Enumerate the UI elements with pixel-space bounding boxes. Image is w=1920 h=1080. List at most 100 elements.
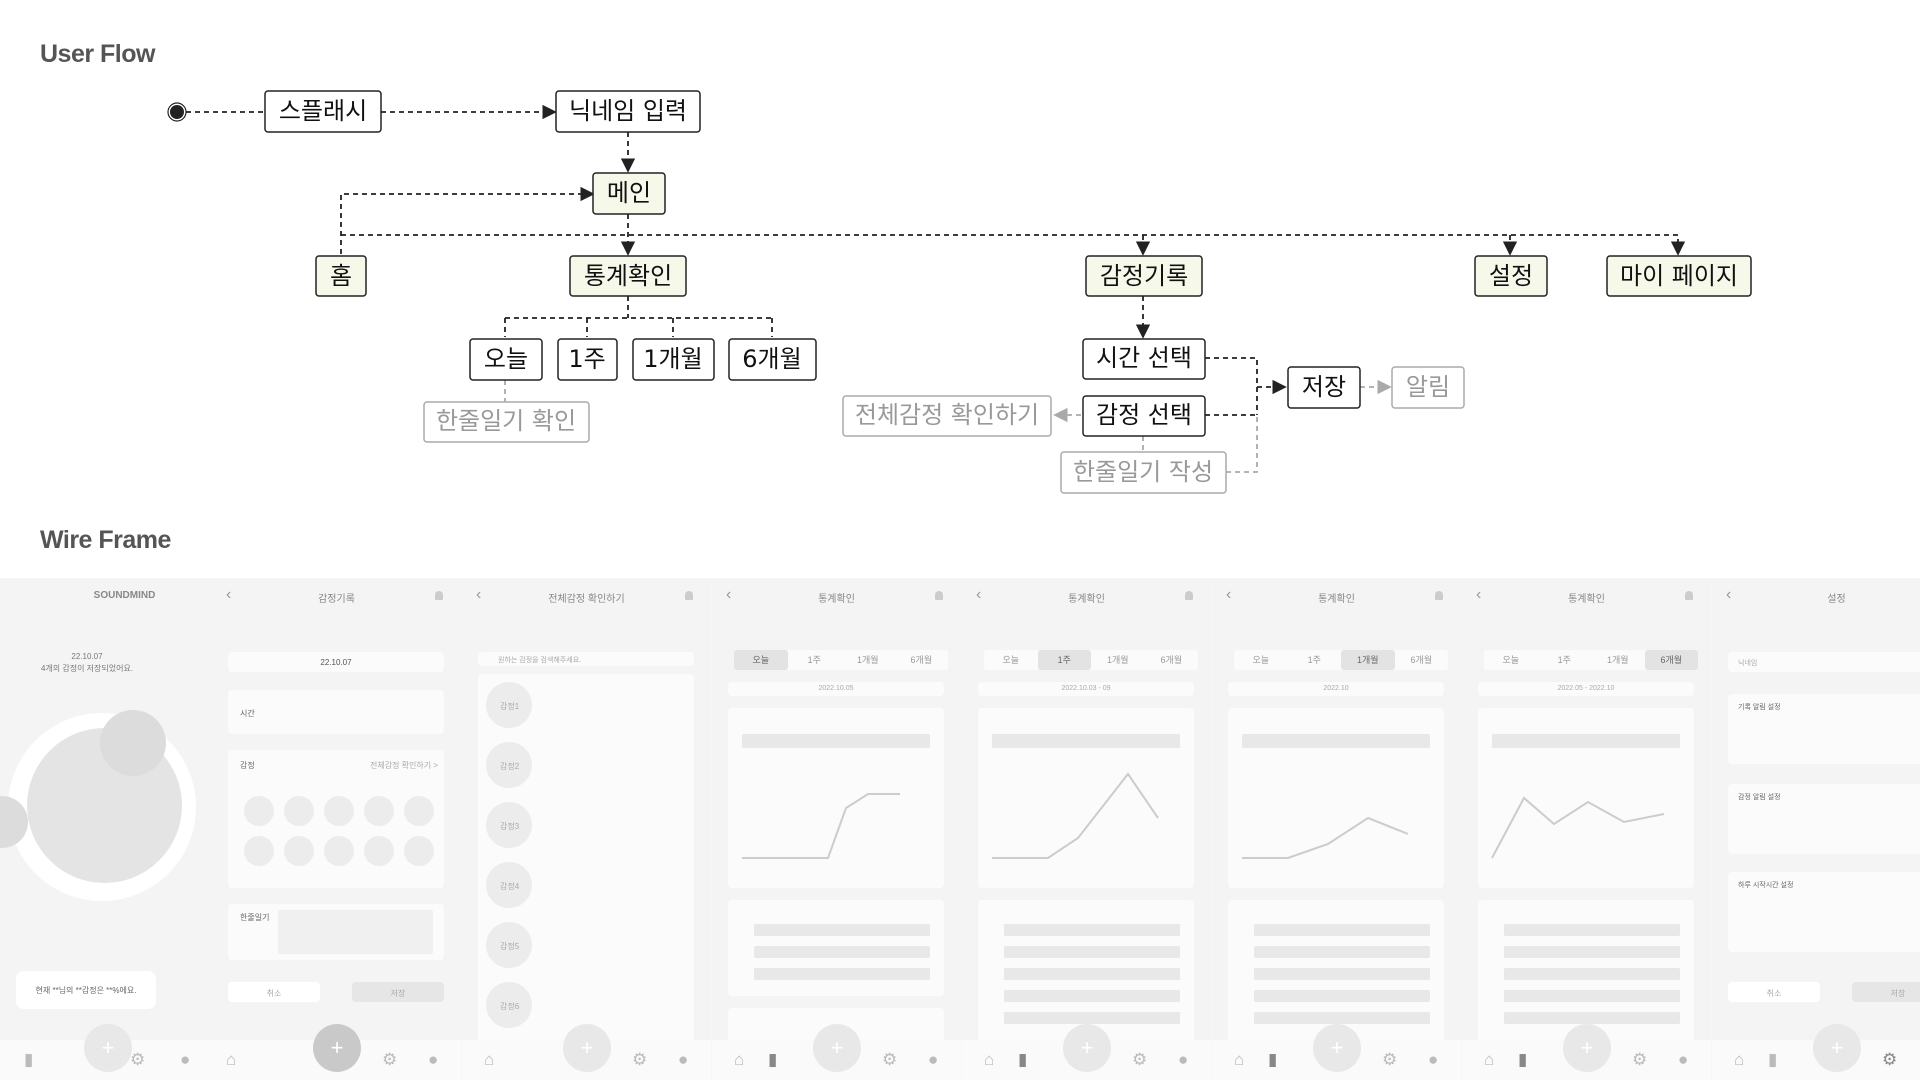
wf-all-emotions-link[interactable]: 전체감정 확인하기 > [370, 761, 438, 770]
user-icon[interactable]: ● [180, 1050, 191, 1069]
svg-text:홈: 홈 [330, 262, 352, 290]
node-diary-write: 한줄일기 작성 [1060, 451, 1227, 494]
add-button[interactable]: + [84, 1024, 132, 1072]
home-icon[interactable]: ⌂ [1234, 1050, 1245, 1069]
back-icon[interactable]: ‹ [1226, 586, 1232, 603]
node-splash: 스플래시 [264, 90, 382, 133]
back-icon[interactable]: ‹ [1726, 586, 1732, 603]
back-icon[interactable]: ‹ [226, 586, 232, 603]
wf-home-date: 22.10.07 [71, 652, 103, 661]
wf-emotion-list: 감정1 감정2 감정3 감정4 감정5 감정6 [478, 674, 694, 1054]
node-nickname: 닉네임 입력 [555, 90, 701, 133]
user-icon[interactable]: ● [428, 1050, 439, 1069]
bell-icon[interactable] [685, 591, 693, 600]
gear-icon[interactable]: ⚙ [1132, 1050, 1148, 1069]
node-mypage: 마이 페이지 [1606, 255, 1752, 297]
wf-save-button[interactable]: 저장 [352, 982, 444, 1002]
wf-settings-save[interactable]: 저장 [1852, 982, 1920, 1002]
wf-emotion-card: 감정 전체감정 확인하기 > [228, 750, 444, 888]
node-stats: 통계확인 [569, 255, 687, 297]
svg-text:설정: 설정 [1489, 262, 1533, 290]
home-icon[interactable]: ⌂ [984, 1050, 995, 1069]
user-icon[interactable]: ● [928, 1050, 939, 1069]
wf-settings-cancel[interactable]: 취소 [1728, 982, 1820, 1002]
start-node [170, 105, 184, 119]
node-month1: 1개월 [632, 338, 715, 381]
wf-cancel-button[interactable]: 취소 [228, 982, 320, 1002]
gear-icon[interactable]: ⚙ [1382, 1050, 1398, 1069]
wf-tab-bar: ⌂ + ⚙ ● [462, 1024, 711, 1080]
svg-text:닉네임 입력: 닉네임 입력 [569, 97, 687, 125]
wf-all-emotions-title: 전체감정 확인하기 [548, 594, 625, 605]
wf-chart-card [728, 708, 944, 888]
chart-icon[interactable]: ▮ [1518, 1050, 1528, 1069]
wf-tab-bar: ⌂ ▮ + ⚙ ● [1462, 1024, 1711, 1080]
wf-diary-card: 한줄일기 [228, 904, 444, 960]
home-icon[interactable]: ⌂ [226, 1050, 237, 1069]
user-icon[interactable]: ● [1178, 1050, 1189, 1069]
home-icon[interactable]: ⌂ [484, 1050, 495, 1069]
wf-tab-bar: ⌂ ▮ + ⚙ ● [1212, 1024, 1461, 1080]
gear-icon[interactable]: ⚙ [1882, 1050, 1898, 1069]
add-button[interactable]: + [813, 1024, 861, 1072]
user-icon[interactable]: ● [678, 1050, 689, 1069]
add-button[interactable]: + [1813, 1024, 1861, 1072]
chart-icon[interactable]: ▮ [24, 1050, 34, 1069]
node-diary-check: 한줄일기 확인 [423, 401, 590, 443]
add-button[interactable]: + [1313, 1024, 1361, 1072]
gear-icon[interactable]: ⚙ [382, 1050, 398, 1069]
back-icon[interactable]: ‹ [1476, 586, 1482, 603]
node-time-select: 시간 선택 [1082, 338, 1206, 380]
bell-icon[interactable] [1185, 591, 1193, 600]
chart-icon[interactable]: ▮ [768, 1050, 778, 1069]
wf-time-card: 시간 [228, 690, 444, 734]
user-icon[interactable]: ● [1678, 1050, 1689, 1069]
user-flow-diagram: 스플래시 닉네임 입력 메인 홈 통계확인 감정기록 설정 마이 페이지 오늘 … [167, 90, 1752, 494]
node-notify: 알림 [1391, 366, 1465, 409]
bell-icon[interactable] [1435, 591, 1443, 600]
svg-text:한줄일기 작성: 한줄일기 작성 [1073, 458, 1213, 486]
svg-text:오늘: 오늘 [484, 345, 528, 373]
node-save: 저장 [1287, 366, 1361, 409]
wf-chart-card [978, 708, 1194, 888]
bell-icon[interactable] [1685, 591, 1693, 600]
node-main: 메인 [592, 172, 666, 215]
wf-home-subtitle: 4개의 감정이 저장되었어요. [40, 664, 134, 673]
add-button[interactable]: + [1563, 1024, 1611, 1072]
user-icon[interactable]: ● [1428, 1050, 1439, 1069]
svg-text:감정 선택: 감정 선택 [1096, 401, 1192, 429]
gear-icon[interactable]: ⚙ [1632, 1050, 1648, 1069]
wf-tab-bar: ⌂ ▮ + ⚙ ● [962, 1024, 1211, 1080]
node-week1: 1주 [557, 338, 618, 381]
svg-text:한줄일기 확인: 한줄일기 확인 [436, 407, 576, 435]
home-icon[interactable]: ⌂ [734, 1050, 745, 1069]
back-icon[interactable]: ‹ [976, 586, 982, 603]
chart-icon[interactable]: ▮ [1018, 1050, 1028, 1069]
bell-icon[interactable] [935, 591, 943, 600]
chart-icon[interactable]: ▮ [1268, 1050, 1278, 1069]
add-button[interactable]: + [1063, 1024, 1111, 1072]
home-icon[interactable]: ⌂ [1484, 1050, 1495, 1069]
chart-icon[interactable]: ▮ [1768, 1050, 1778, 1069]
wf-search-input[interactable]: 원하는 감정을 검색해주세요. [478, 652, 694, 666]
gear-icon[interactable]: ⚙ [632, 1050, 648, 1069]
svg-text:1개월: 1개월 [643, 345, 702, 373]
add-button[interactable]: + [563, 1024, 611, 1072]
home-icon[interactable]: ⌂ [1734, 1050, 1745, 1069]
back-icon[interactable]: ‹ [476, 586, 482, 603]
gear-icon[interactable]: ⚙ [130, 1050, 146, 1069]
svg-text:알림: 알림 [1406, 373, 1450, 401]
node-home: 홈 [315, 255, 367, 297]
bell-icon[interactable] [435, 591, 443, 600]
wf-tab-bar: ⌂ ▮ + ⚙ ● [712, 1024, 961, 1080]
node-month6: 6개월 [728, 338, 817, 381]
wf-tab-bar: ⌂ ▮ + ⚙ [1712, 1024, 1920, 1080]
gear-icon[interactable]: ⚙ [882, 1050, 898, 1069]
back-icon[interactable]: ‹ [726, 586, 732, 603]
add-button[interactable]: + [313, 1024, 361, 1072]
